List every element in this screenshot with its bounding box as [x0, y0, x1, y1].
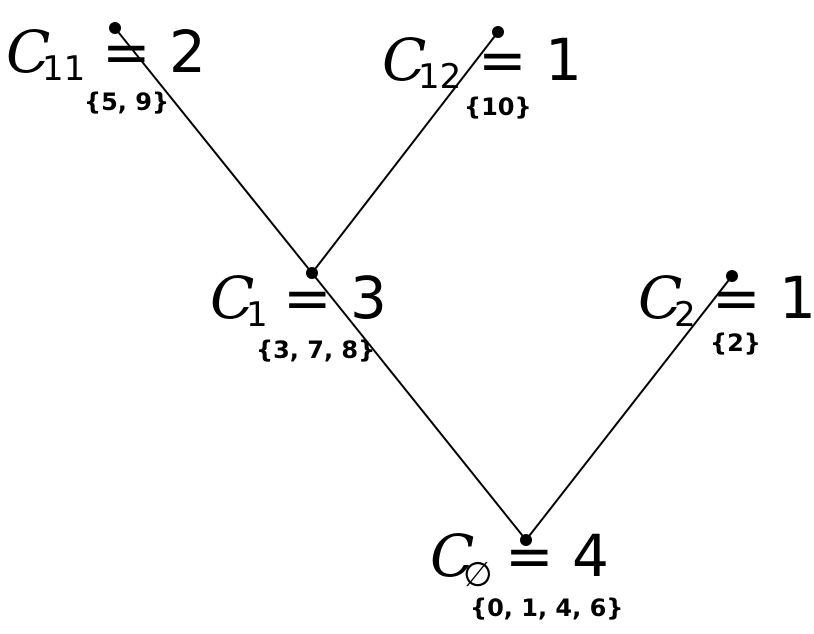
node-c1: C 1 = 3 {3, 7, 8} [210, 264, 387, 364]
node-dot-c1 [306, 267, 318, 279]
node-c0-set: {0, 1, 4, 6} [470, 594, 623, 622]
node-c2-set: {2} [710, 329, 761, 357]
node-c11: C 11 = 2 {5, 9} [6, 18, 206, 116]
node-c11-set: {5, 9} [84, 88, 169, 116]
node-c12-set: {10} [464, 93, 532, 121]
node-c0-subscript: ∅ [463, 555, 493, 595]
node-c0-value: = 4 [505, 522, 609, 590]
node-c1-symbol: C [210, 264, 254, 332]
edge-c1-c0 [311, 272, 527, 541]
node-c12: C 12 = 1 {10} [382, 26, 582, 121]
edge-c11-c1 [114, 27, 313, 274]
node-c12-symbol: C [382, 26, 426, 94]
node-c1-value: = 3 [283, 264, 387, 332]
node-c11-subscript: 11 [42, 49, 85, 89]
node-dot-c12 [492, 26, 504, 38]
node-dot-c11 [109, 22, 121, 34]
node-c0: C ∅ = 4 {0, 1, 4, 6} [430, 522, 623, 622]
edge-c12-c1 [311, 31, 499, 274]
tree-edges [114, 27, 733, 541]
node-c0-symbol: C [430, 522, 474, 590]
node-c11-symbol: C [6, 18, 50, 86]
node-c2-symbol: C [638, 264, 682, 332]
node-dot-c2 [726, 270, 738, 282]
node-c12-subscript: 12 [418, 57, 461, 97]
tree-nodes [109, 22, 738, 546]
node-c1-set: {3, 7, 8} [256, 336, 375, 364]
edge-c2-c0 [525, 275, 733, 541]
node-dot-c0 [520, 534, 532, 546]
node-c2-subscript: 2 [674, 295, 696, 335]
node-c11-value: = 2 [102, 18, 206, 86]
node-c2-value: = 1 [712, 264, 814, 332]
node-c2: C 2 = 1 {2} [638, 264, 814, 357]
node-c12-value: = 1 [478, 26, 582, 94]
node-c1-subscript: 1 [246, 295, 268, 335]
